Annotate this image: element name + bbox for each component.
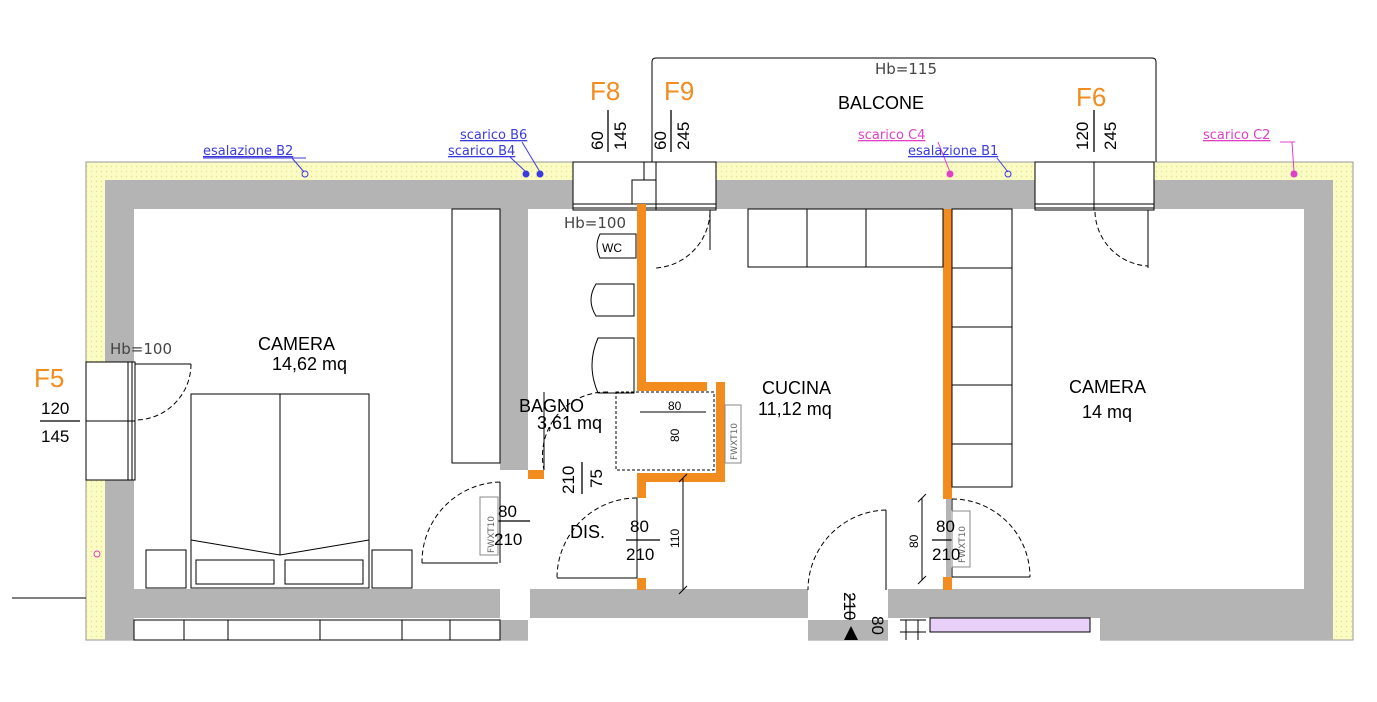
dimension-lines xyxy=(12,411,927,599)
room-interiors xyxy=(134,209,1304,642)
anno-scarico-b6: scarico B6 xyxy=(460,128,527,143)
room-dis-name: DIS. xyxy=(570,522,605,542)
door-bagno-w: 75 xyxy=(587,469,606,488)
fwx-label-camera-left: FWXT10 xyxy=(487,516,497,553)
fraction-bars xyxy=(40,110,1095,620)
window-f9-a: 60 xyxy=(651,131,670,150)
window-f8-b: 145 xyxy=(611,122,630,150)
window-f8-id: F8 xyxy=(590,76,620,106)
hb-label-bagno: Hb=100 xyxy=(564,214,626,232)
window-frames xyxy=(85,161,1155,481)
room-camera-right-name: CAMERA xyxy=(1069,377,1146,397)
room-bagno-area: 3,61 mq xyxy=(537,413,602,433)
anno-esalazione-b1: esalazione B1 xyxy=(908,144,998,159)
balcony-hb-label: Hb=115 xyxy=(875,60,937,78)
dim-110: 110 xyxy=(668,529,682,548)
window-f8-a: 60 xyxy=(588,131,607,150)
door-camera-left-h: 210 xyxy=(494,530,522,549)
partitions xyxy=(528,204,952,590)
door-entrance-w: 80 xyxy=(868,616,887,635)
exhaust-marker-b2 xyxy=(301,170,309,178)
fwx-units xyxy=(479,404,971,568)
door-camera-right-h: 210 xyxy=(932,545,960,564)
window-f5-id: F5 xyxy=(34,363,64,393)
window-f5-b: 145 xyxy=(41,427,69,446)
anno-scarico-c2: scarico C2 xyxy=(1203,128,1270,143)
room-cucina-area: 11,12 mq xyxy=(758,399,832,419)
entrance-arrow-icon xyxy=(844,626,858,640)
window-f6-a: 120 xyxy=(1073,122,1092,150)
balcony: BALCONE Hb=115 xyxy=(651,57,1157,162)
plumbing-annotations xyxy=(93,141,1298,558)
window-f9-b: 245 xyxy=(674,122,693,150)
room-camera-right-area: 14 mq xyxy=(1082,402,1132,422)
fwx-label-camera-right: FWXT10 xyxy=(958,526,968,563)
shaft-w: 80 xyxy=(668,399,682,413)
door-entrance-h: 210 xyxy=(840,592,859,620)
room-cucina-name: CUCINA xyxy=(762,378,831,398)
anno-esalazione-b2: esalazione B2 xyxy=(203,144,293,159)
dim-80-right: 80 xyxy=(907,534,921,548)
wall-marker xyxy=(93,550,101,558)
door-bagno-h: 210 xyxy=(559,466,578,494)
door-dis-w: 80 xyxy=(630,517,649,536)
window-f6-b: 245 xyxy=(1101,122,1120,150)
fwx-label-cucina: FWXT10 xyxy=(730,423,740,460)
hb-label-camera-left: Hb=100 xyxy=(110,340,172,358)
drain-marker-c2 xyxy=(1290,170,1298,178)
drain-marker-c4 xyxy=(946,170,954,178)
wc-label: WC xyxy=(602,241,622,255)
room-camera-left-name: CAMERA xyxy=(258,334,335,354)
anno-scarico-b4: scarico B4 xyxy=(448,144,515,159)
furniture xyxy=(133,208,1091,641)
exhaust-marker-b1 xyxy=(1004,170,1012,178)
balcony-label: BALCONE xyxy=(838,93,924,113)
shaft-h: 80 xyxy=(668,428,682,442)
room-camera-left-area: 14,62 mq xyxy=(272,354,347,374)
door-camera-right-w: 80 xyxy=(936,517,955,536)
room-bagno-name: BAGNO xyxy=(519,396,584,416)
window-f9-id: F9 xyxy=(664,76,694,106)
door-dis-h: 210 xyxy=(626,545,654,564)
door-camera-left-w: 80 xyxy=(498,502,517,521)
drain-marker-b6 xyxy=(536,170,544,178)
anno-scarico-c4: scarico C4 xyxy=(858,128,925,143)
window-f5-a: 120 xyxy=(41,399,69,418)
drain-marker-b4 xyxy=(522,170,530,178)
window-f6-id: F6 xyxy=(1076,82,1106,112)
